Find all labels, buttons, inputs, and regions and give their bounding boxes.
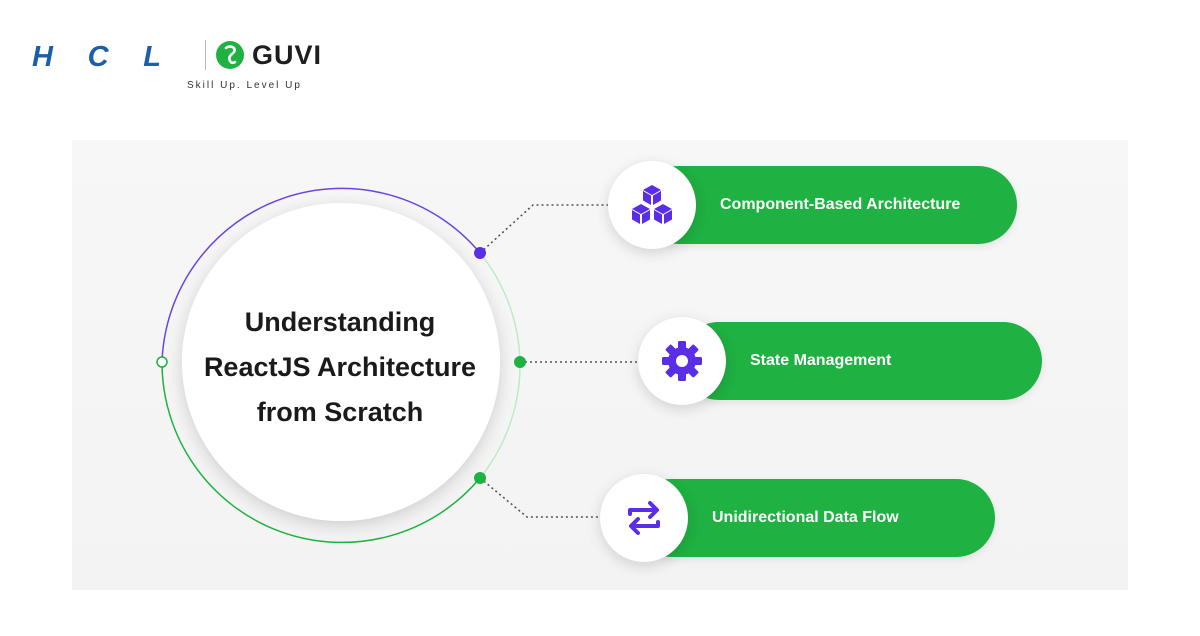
icon-badge-gear [638, 317, 726, 405]
cubes-icon [632, 185, 672, 224]
guvi-logo-text: GUVI [252, 40, 323, 70]
outer-ring-green-arc [161, 361, 481, 544]
brand-header: HCL GUVI Skill Up. Level Up [30, 38, 330, 98]
title-line-1: Understanding [244, 307, 436, 337]
outer-ring-purple-arc [161, 187, 481, 363]
connector-3 [479, 477, 604, 518]
ring-dot-green-low [474, 472, 486, 484]
arrows-swap-icon [628, 501, 660, 535]
pill-component-based-architecture: Component-Based Architecture [640, 166, 1017, 244]
connector-1 [479, 204, 612, 254]
hcl-logo: HCL [32, 42, 161, 72]
title-line-2: ReactJS Architecture [203, 352, 477, 382]
guvi-logo-icon [216, 41, 244, 69]
pill-label: Unidirectional Data Flow [712, 509, 899, 526]
pill-label: Component-Based Architecture [720, 196, 961, 213]
center-circle [182, 203, 500, 521]
icon-badge-cubes [608, 161, 696, 249]
center-title: Understanding ReactJS Architecture from … [185, 300, 495, 435]
icon-badge-arrows [600, 474, 688, 562]
ring-dot-green-mid [514, 356, 526, 368]
pill-label: State Management [750, 352, 892, 369]
pill-unidirectional-data-flow: Unidirectional Data Flow [632, 479, 995, 557]
ring-dot-purple [474, 247, 486, 259]
gear-icon [662, 341, 702, 381]
pill-state-management: State Management [680, 322, 1042, 400]
logo-divider [205, 40, 206, 70]
ring-dot-left [156, 356, 168, 368]
title-line-3: from Scratch [256, 397, 424, 427]
tagline: Skill Up. Level Up [187, 80, 302, 91]
